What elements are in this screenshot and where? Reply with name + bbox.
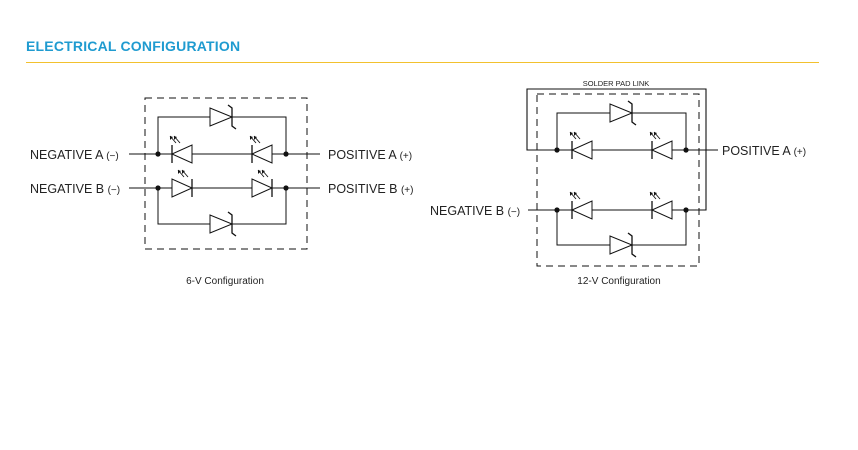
solder-pad-link-wire (526, 88, 707, 211)
six-v-neg-a-label: NEGATIVE A (−) (30, 148, 119, 162)
six-v-led-a1 (170, 136, 192, 163)
solder-pad-link-label: SOLDER PAD LINK (583, 79, 650, 88)
six-v-pos-a-label: POSITIVE A (+) (328, 148, 412, 162)
twelve-v-dashed-boundary (536, 93, 700, 267)
six-v-pos-b-label: POSITIVE B (+) (328, 182, 413, 196)
six-v-led-b1 (172, 170, 192, 197)
twelve-v-junctions (554, 147, 689, 213)
six-v-junctions (155, 151, 289, 191)
twelve-v-bottom-protection-diode (609, 232, 637, 258)
six-v-neg-b-label: NEGATIVE B (−) (30, 182, 120, 196)
section-title: ELECTRICAL CONFIGURATION (26, 38, 241, 54)
six-v-led-b2 (252, 170, 272, 197)
twelve-v-caption: 12-V Configuration (577, 276, 660, 287)
six-v-top-protection-diode (209, 104, 237, 130)
six-v-bottom-protection-diode (209, 211, 237, 237)
twelve-v-top-protection-diode (609, 100, 637, 126)
twelve-v-neg-b-label: NEGATIVE B (−) (430, 204, 520, 218)
twelve-v-led-a2 (650, 132, 672, 159)
twelve-v-led-b2 (650, 192, 672, 219)
section-divider (26, 62, 819, 63)
six-v-led-a2 (250, 136, 272, 163)
twelve-v-led-b1 (570, 192, 592, 219)
six-v-caption: 6-V Configuration (186, 276, 264, 287)
twelve-v-pos-a-label: POSITIVE A (+) (722, 144, 806, 158)
twelve-v-led-a1 (570, 132, 592, 159)
